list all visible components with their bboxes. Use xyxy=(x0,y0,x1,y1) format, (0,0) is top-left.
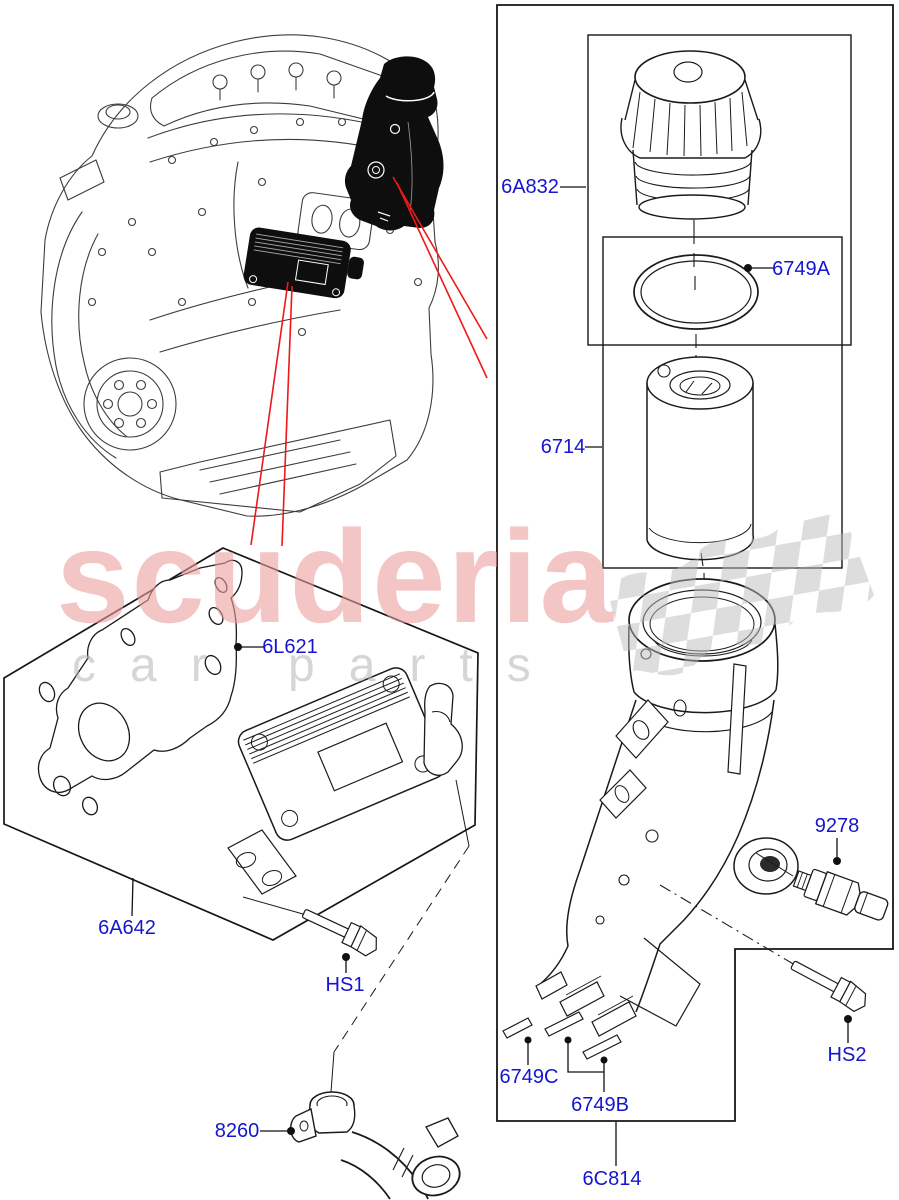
housing-seals-art xyxy=(502,1011,622,1060)
watermark-tagline-text: car parts xyxy=(72,639,565,692)
checkered-flag-watermark xyxy=(607,511,874,676)
kit-box-oil-cooler xyxy=(3,547,479,941)
oil-cooler-on-engine xyxy=(243,227,364,299)
part-label-cap-oring[interactable]: 6749A xyxy=(772,258,830,280)
part-label-oil-cooler[interactable]: 6A642 xyxy=(98,917,156,939)
part-label-housing-bolt-hs2[interactable]: HS2 xyxy=(827,1044,867,1066)
filter-cap-art xyxy=(620,50,762,290)
inner-box-cap-kit xyxy=(587,34,852,346)
thermostat-outlet-art xyxy=(290,779,470,1200)
leader-dots xyxy=(234,264,852,1135)
part-label-filter-element[interactable]: 6714 xyxy=(540,436,586,458)
part-label-housing-seal-b[interactable]: 6749B xyxy=(571,1094,629,1116)
part-label-cooler-bolt-hs1[interactable]: HS1 xyxy=(325,974,365,996)
cooler-gasket-art xyxy=(37,559,243,816)
part-label-pressure-sensor[interactable]: 9278 xyxy=(814,815,860,837)
bolt-hs2-art xyxy=(790,960,867,1013)
watermark-brand-text: scuderia xyxy=(56,503,615,650)
oil-cooler-part-art xyxy=(227,667,463,895)
pressure-sensor-art xyxy=(792,868,889,921)
oil-filter-housing-on-engine xyxy=(344,56,444,231)
red-callout-lines xyxy=(250,176,488,547)
part-label-cooler-gasket[interactable]: 6L621 xyxy=(262,636,318,658)
bolt-hs1-art xyxy=(242,896,377,957)
part-label-filter-housing[interactable]: 6C814 xyxy=(582,1168,642,1190)
part-label-filter-cap[interactable]: 6A832 xyxy=(501,176,559,198)
part-label-thermostat-outlet[interactable]: 8260 xyxy=(214,1120,260,1142)
part-label-housing-seal-c[interactable]: 6749C xyxy=(499,1066,559,1088)
watermark: scuderia car parts xyxy=(56,503,874,692)
leader-lines xyxy=(131,186,849,1166)
